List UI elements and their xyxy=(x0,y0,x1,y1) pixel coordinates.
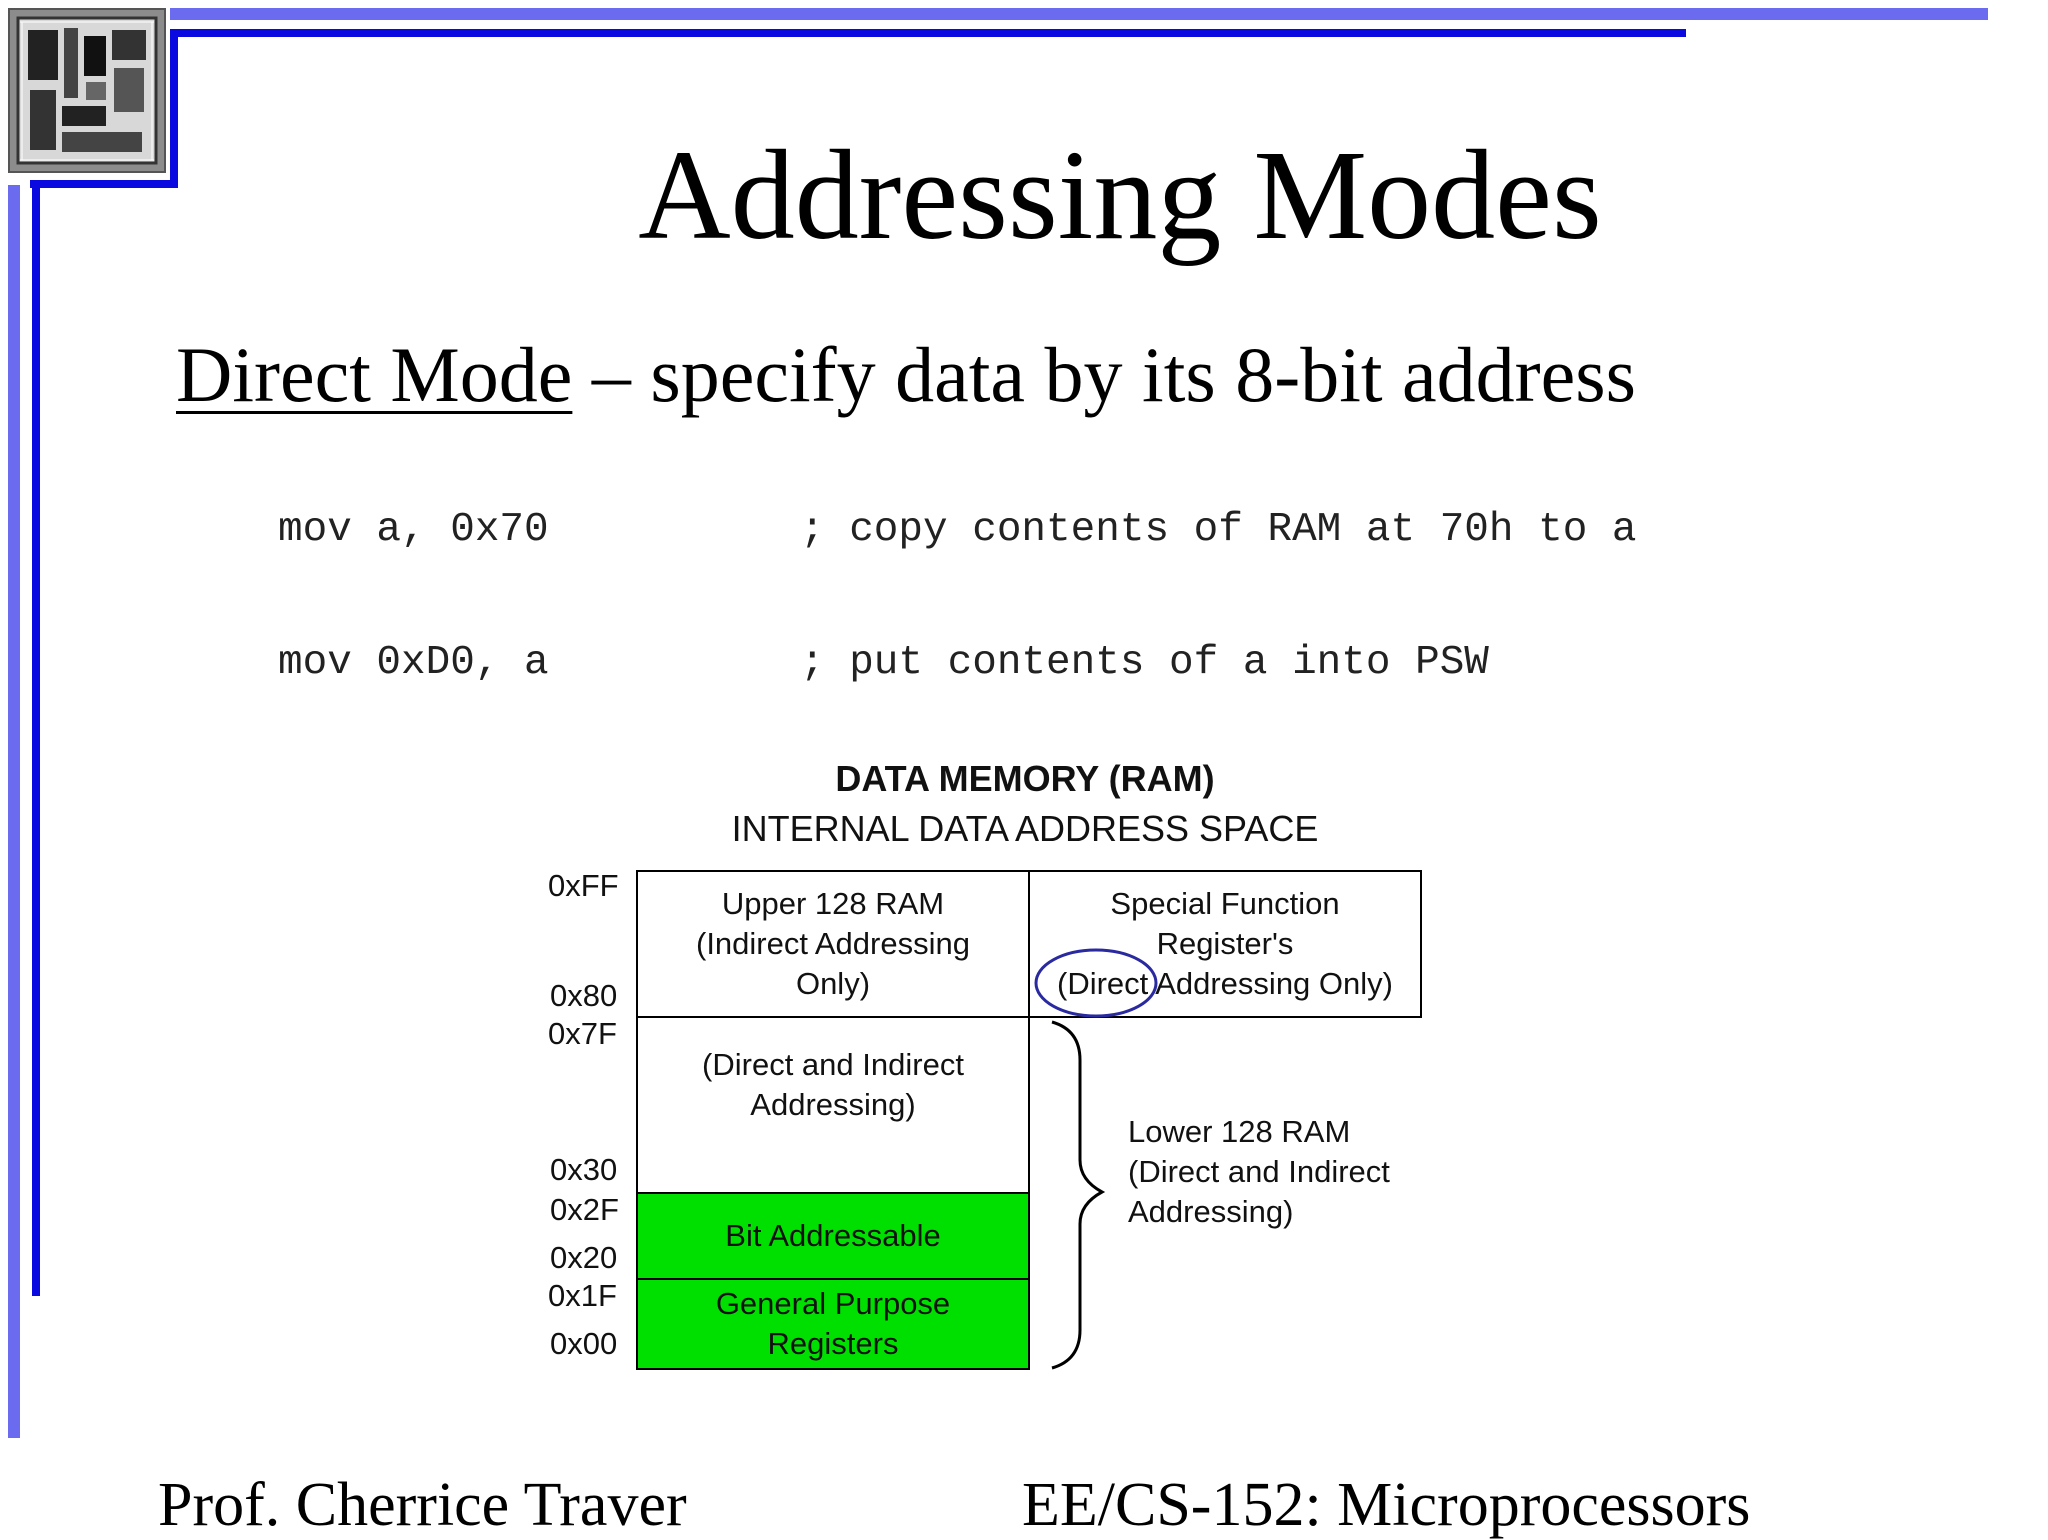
address-label: 0x20 xyxy=(550,1240,618,1275)
frame-left-bar xyxy=(8,185,20,1438)
upper-128-ram-cell: Upper 128 RAM (Indirect Addressing Only) xyxy=(636,870,1030,1018)
cell-text: Addressing) xyxy=(750,1087,916,1122)
cell-text: (Indirect Addressing xyxy=(696,926,970,961)
subtitle: Direct Mode – specify data by its 8-bit … xyxy=(176,330,1636,420)
cell-text: (Direct Addressing Only) xyxy=(1057,964,1393,1004)
chip-die-icon xyxy=(10,10,164,171)
address-label: 0x2F xyxy=(550,1192,619,1227)
address-label: 0x00 xyxy=(550,1326,618,1361)
address-label: 0x1F xyxy=(548,1278,617,1313)
cell-text: Only) xyxy=(795,966,871,1001)
code-line-1-comment: ; copy contents of RAM at 70h to a xyxy=(800,507,1637,553)
subtitle-description: – specify data by its 8-bit address xyxy=(572,331,1636,418)
memory-map-title: DATA MEMORY (RAM) xyxy=(835,758,1215,799)
direct-highlight-text: (Direct xyxy=(1057,966,1149,1001)
address-label: 0x30 xyxy=(550,1152,618,1187)
cell-text: Special Function xyxy=(1110,886,1340,921)
frame-top-inner-bar xyxy=(170,29,1686,37)
frame-corner-horizontal-bar xyxy=(30,180,178,188)
frame-corner-bar xyxy=(170,37,178,187)
memory-map-subtitle: INTERNAL DATA ADDRESS SPACE xyxy=(731,808,1319,849)
address-label: 0x7F xyxy=(548,1016,617,1051)
lower-ram-brace xyxy=(1051,1020,1106,1370)
footer-author: Prof. Cherrice Traver xyxy=(158,1471,687,1539)
code-line-2-comment: ; put contents of a into PSW xyxy=(800,640,1489,686)
address-label: 0x80 xyxy=(550,978,618,1013)
sfr-cell: Special Function Register's (Direct Addr… xyxy=(1028,870,1422,1018)
cell-text: Upper 128 RAM xyxy=(721,886,945,921)
frame-top-bar xyxy=(170,8,1988,20)
cell-text: Registers xyxy=(767,1326,899,1361)
label-text: Addressing) xyxy=(1128,1194,1294,1229)
label-text: (Direct and Indirect xyxy=(1128,1154,1390,1189)
code-line-2-instruction: mov 0xD0, a xyxy=(278,640,549,686)
code-line-1-instruction: mov a, 0x70 xyxy=(278,507,549,553)
slide-title: Addressing Modes xyxy=(638,124,1602,266)
frame-left-inner-bar xyxy=(32,184,40,1296)
general-purpose-registers-cell: General Purpose Registers xyxy=(636,1278,1030,1370)
direct-circle-highlight xyxy=(1034,948,1158,1018)
cell-text: General Purpose xyxy=(715,1286,951,1321)
label-text: Lower 128 RAM xyxy=(1128,1114,1351,1149)
footer-course: EE/CS-152: Microprocessors xyxy=(1022,1471,1751,1539)
cell-text: Addressing Only) xyxy=(1155,966,1393,1001)
cell-text: Register's xyxy=(1156,926,1294,961)
cell-text: Bit Addressable xyxy=(725,1218,941,1253)
lower-128-ram-label: Lower 128 RAM (Direct and Indirect Addre… xyxy=(1128,1112,1390,1232)
subtitle-mode: Direct Mode xyxy=(176,331,573,418)
cell-text: (Direct and Indirect xyxy=(702,1047,964,1082)
address-label: 0xFF xyxy=(548,868,619,903)
chip-die-logo xyxy=(8,8,166,173)
bit-addressable-cell: Bit Addressable xyxy=(636,1192,1030,1280)
